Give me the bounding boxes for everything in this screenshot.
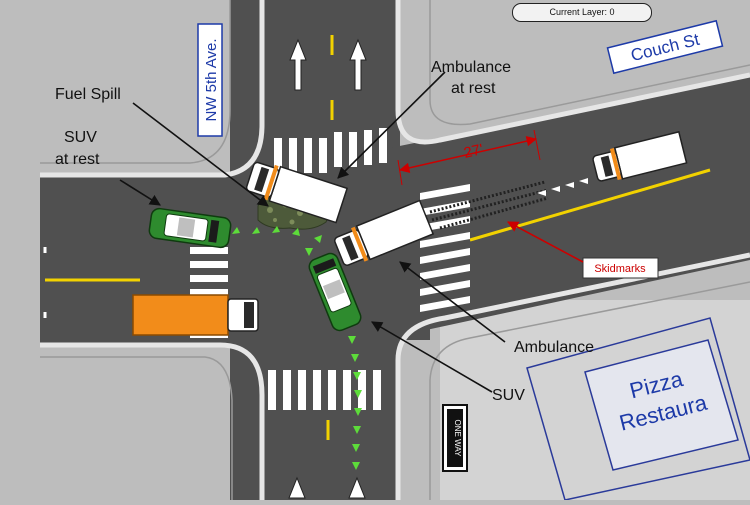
approaching-ambulance-vehicle bbox=[592, 130, 688, 182]
current-layer-indicator[interactable]: Current Layer: 0 bbox=[512, 3, 652, 22]
suv-vehicle bbox=[308, 252, 362, 332]
suv-at-rest-label-line2: at rest bbox=[55, 151, 100, 168]
skidmarks bbox=[429, 180, 549, 230]
lane-arrows bbox=[288, 38, 367, 499]
ambulance-at-rest-label-line1: Ambulance bbox=[431, 59, 511, 76]
skidmarks-label: Skidmarks bbox=[594, 263, 646, 275]
ambulance-approach-path bbox=[537, 178, 588, 196]
ambulance-label: Ambulance bbox=[514, 339, 594, 356]
ambulance-at-rest-label-line2: at rest bbox=[451, 80, 496, 97]
fuel-spill-label: Fuel Spill bbox=[55, 86, 121, 103]
ambulance-at-rest-vehicle bbox=[245, 161, 349, 224]
pizza-restaurant-outer bbox=[526, 317, 750, 501]
one-way-sign bbox=[442, 404, 468, 472]
measurement-27ft bbox=[397, 129, 541, 186]
couch-st-sign bbox=[606, 19, 724, 75]
one-way-text: ONE WAY bbox=[453, 420, 462, 458]
up-arrow-icon bbox=[289, 38, 307, 91]
ambulance-vehicle bbox=[334, 199, 435, 266]
skidmarks-label-box bbox=[582, 257, 659, 279]
annotation-arrows bbox=[119, 71, 584, 393]
street-name-vertical: NW 5th Ave. bbox=[203, 38, 220, 121]
orange-box-truck bbox=[132, 294, 259, 336]
measurement-label: 27' bbox=[462, 141, 485, 162]
pizza-restaurant-building bbox=[584, 339, 739, 471]
up-arrow-icon bbox=[288, 476, 306, 499]
suv-at-rest-label-line1: SUV bbox=[64, 129, 97, 146]
up-arrow-icon bbox=[349, 38, 367, 91]
suv-label: SUV bbox=[492, 387, 525, 404]
nw-5th-ave-sign bbox=[197, 23, 223, 137]
suv-path bbox=[232, 226, 362, 470]
up-arrow-icon bbox=[348, 476, 366, 499]
suv-at-rest-vehicle bbox=[148, 207, 232, 249]
